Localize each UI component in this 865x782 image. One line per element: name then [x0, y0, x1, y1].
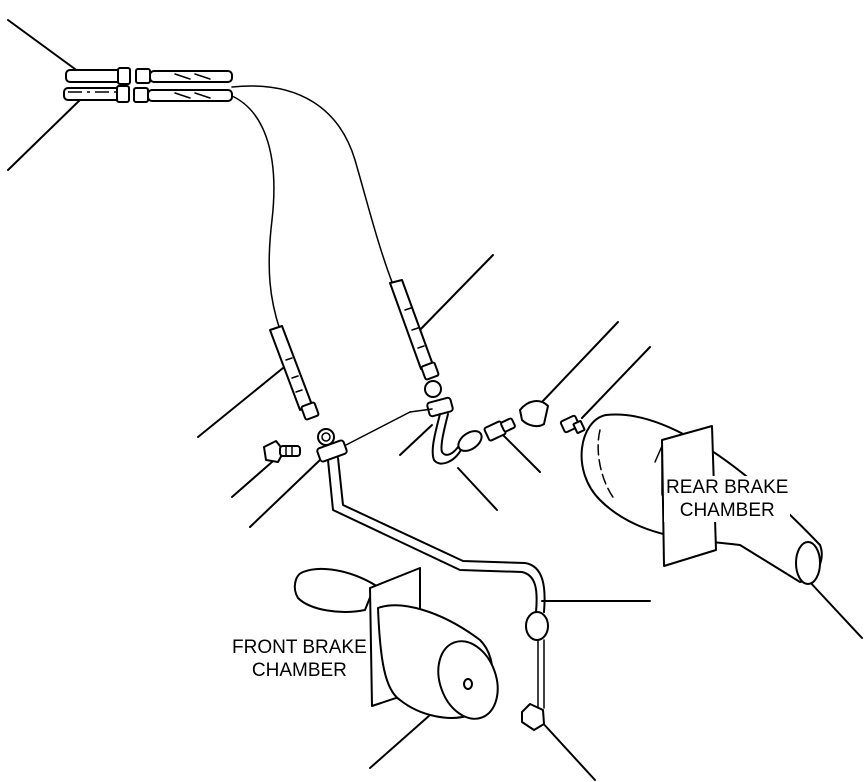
- front-brake-chamber: [293, 567, 499, 720]
- bolt-fitting-left: [263, 440, 301, 463]
- rear-brake-chamber-label: REAR BRAKE CHAMBER: [664, 476, 791, 522]
- tube-to-rear: [431, 413, 483, 465]
- rear-connector-fittings: [483, 400, 609, 442]
- callout-leader-3: [414, 254, 494, 336]
- callout-leader-14: [369, 714, 431, 769]
- callout-leader-5: [231, 461, 273, 498]
- callout-leader-7: [399, 424, 433, 456]
- hose-end-left: [269, 325, 335, 446]
- callout-leader-6: [249, 459, 321, 528]
- hose-coupler-assembly: [63, 67, 233, 103]
- callout-leader-15: [539, 719, 596, 781]
- callout-leader-8: [457, 467, 498, 511]
- tee-fitting-right: [345, 396, 454, 446]
- tee-fitting-left: [316, 439, 348, 463]
- rear-brake-chamber-label-line2: CHAMBER: [679, 500, 775, 521]
- front-brake-chamber-label: FRONT BRAKE CHAMBER: [230, 636, 369, 682]
- front-brake-chamber-label-line2: CHAMBER: [251, 660, 347, 681]
- callout-leader-2: [7, 97, 83, 171]
- air-line-right: [231, 85, 393, 283]
- rigid-tube-front: [327, 457, 549, 731]
- air-line-left: [231, 95, 281, 331]
- callout-leader-9: [499, 431, 541, 473]
- rear-brake-chamber-label-line1: REAR BRAKE: [666, 477, 789, 498]
- callout-leader-11: [581, 346, 651, 419]
- front-brake-chamber-label-line1: FRONT BRAKE: [232, 637, 367, 658]
- callout-leaders: [7, 19, 863, 781]
- hose-end-right: [389, 279, 442, 398]
- callout-leader-4: [197, 367, 284, 438]
- callout-leader-12: [807, 579, 863, 639]
- air-lines: [231, 85, 393, 331]
- callout-leader-10: [541, 321, 619, 403]
